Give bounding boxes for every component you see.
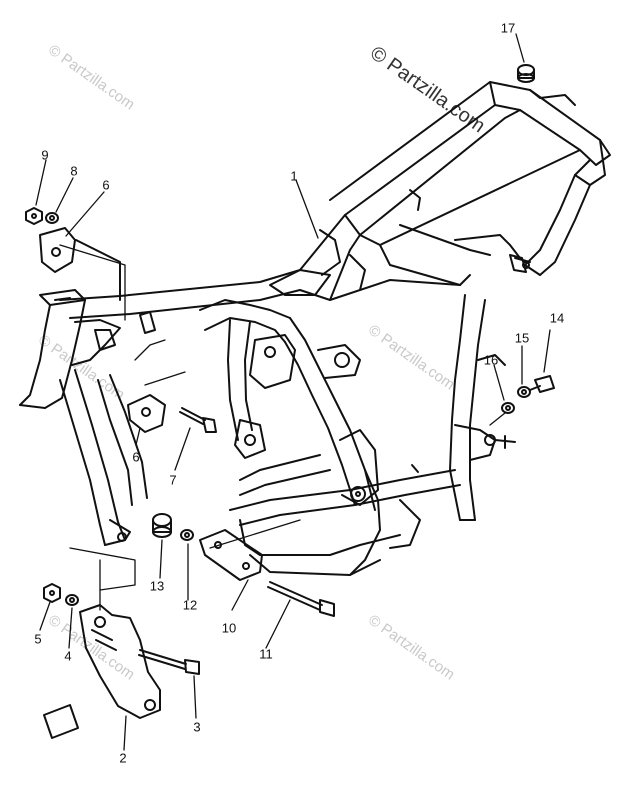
callout-14: 14 — [549, 310, 565, 326]
part-8-washer — [45, 212, 59, 224]
part-14-bolt — [529, 375, 555, 393]
part-7-bolt — [179, 407, 217, 433]
main-frame — [19, 81, 611, 576]
part-5-nut — [43, 583, 61, 603]
part-12-washer — [180, 529, 194, 541]
callout-12: 12 — [182, 597, 198, 613]
part-4-washer — [65, 594, 79, 606]
callout-13: 13 — [149, 578, 165, 594]
part-11-long-bolt — [267, 581, 335, 617]
part-15-washer — [517, 386, 531, 398]
callout-15: 15 — [514, 330, 530, 346]
guide-lines — [59, 244, 506, 611]
part-2-engine-bracket — [79, 604, 161, 719]
callout-8: 8 — [70, 163, 78, 179]
callout-10: 10 — [221, 620, 237, 636]
part-13-spacer — [152, 513, 172, 538]
callout-7: 7 — [169, 472, 177, 488]
part-17-nut — [517, 64, 535, 83]
part-3-bolt — [138, 649, 200, 675]
callout-9: 9 — [41, 147, 49, 163]
callout-16: 16 — [483, 352, 499, 368]
fwd-arrow-tag — [43, 704, 79, 739]
part-16-washer — [501, 402, 515, 414]
callout-2: 2 — [119, 750, 127, 766]
callout-4: 4 — [64, 648, 72, 664]
callout-5: 5 — [34, 631, 42, 647]
leader-lines — [35, 33, 551, 751]
part-9-nut — [25, 207, 43, 225]
callout-11: 11 — [259, 646, 273, 662]
part-6-lower-bracket — [127, 394, 166, 433]
callout-6-lower: 6 — [132, 449, 140, 465]
part-6-upper-bracket — [39, 227, 121, 301]
callout-3: 3 — [193, 719, 201, 735]
callout-17: 17 — [500, 20, 516, 36]
callout-1: 1 — [290, 168, 298, 184]
callout-6-upper: 6 — [102, 177, 110, 193]
part-10-mount-plate — [199, 529, 263, 581]
